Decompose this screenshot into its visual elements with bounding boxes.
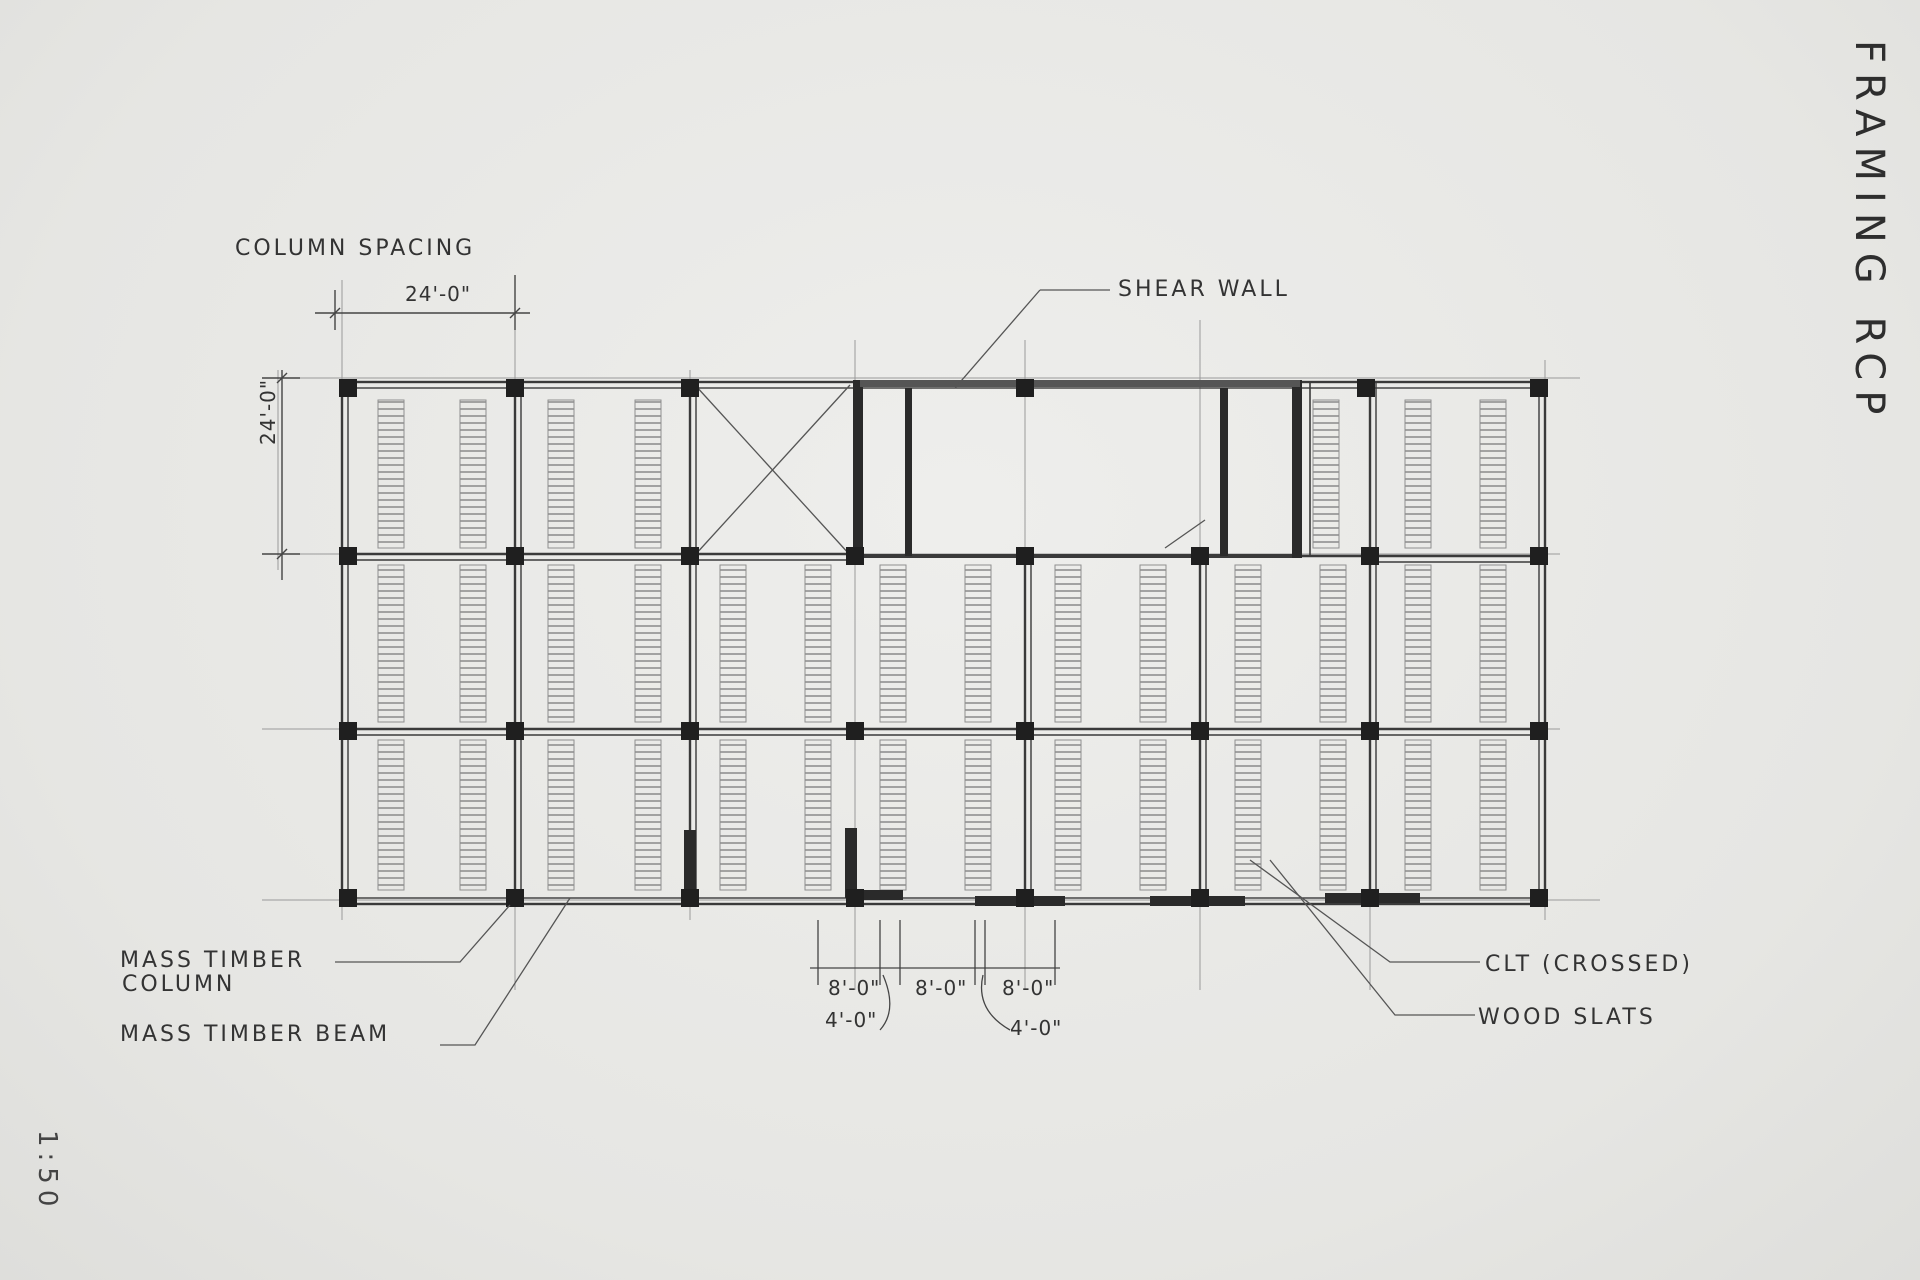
mass-timber-column [1361,547,1379,565]
mass-timber-column [1191,889,1209,907]
mass-timber-column [1016,547,1034,565]
wood-slat [459,564,487,723]
wood-slat [459,739,487,891]
wood-slat [719,739,747,891]
wood-slat [879,564,907,723]
open-bay-x [694,384,851,556]
wood-slat [377,564,405,723]
wood-slat [547,399,575,549]
mass-timber-column-label-line1: MASS TIMBER [120,948,306,973]
mass-timber-column [1530,889,1548,907]
slat-dimensions [810,920,1060,1031]
slat-width-dimension-a: 4'-0" [825,1008,878,1032]
mass-timber-column [1361,889,1379,907]
wood-slat [1234,739,1262,891]
wood-slat [1319,564,1347,723]
wood-slat [1404,399,1432,549]
leader-lines [335,289,1480,1046]
mass-timber-beam-label: MASS TIMBER BEAM [120,1022,391,1047]
wood-slat [634,399,662,549]
mass-timber-column [1016,889,1034,907]
bay-depth-dimension-text: 24'-0" [256,378,280,445]
wood-slat [1054,739,1082,891]
mass-timber-beams [340,380,1547,906]
wood-slat [1404,739,1432,891]
mass-timber-columns [339,379,1548,907]
shear-wall-label: SHEAR WALL [1118,277,1290,302]
wood-slats [377,399,1507,891]
wood-slat [547,564,575,723]
wood-slat [804,564,832,723]
clt-label: CLT (CROSSED) [1485,952,1693,977]
mass-timber-column [506,722,524,740]
wood-slat [1319,739,1347,891]
wood-slat [1479,564,1507,723]
mass-timber-column [1361,722,1379,740]
slat-spacing-dimension-c: 8'-0" [1002,976,1055,1000]
column-spacing-label: COLUMN SPACING [235,236,476,261]
wood-slat [719,564,747,723]
mass-timber-column [1530,722,1548,740]
column-spacing-dimension [315,275,530,330]
mass-timber-column [506,889,524,907]
wood-slat [1479,399,1507,549]
mass-timber-column [681,379,699,397]
bay-depth-dimension [262,370,300,580]
wood-slat [1054,564,1082,723]
wood-slat [964,739,992,891]
slat-spacing-dimension-b: 8'-0" [915,976,968,1000]
wood-slat [634,739,662,891]
mass-timber-column [681,889,699,907]
mass-timber-column [339,547,357,565]
mass-timber-column [1016,379,1034,397]
mass-timber-column [339,722,357,740]
mass-timber-column-label-line2: COLUMN [122,972,236,997]
wood-slat [879,739,907,891]
wood-slat [1404,564,1432,723]
mass-timber-column [846,722,864,740]
mass-timber-column [506,379,524,397]
wood-slat [377,739,405,891]
wood-slat [964,564,992,723]
drawing-scale: 1:50 [32,1130,62,1213]
wood-slat [1479,739,1507,891]
wood-slat [547,739,575,891]
wood-slat [1234,564,1262,723]
wood-slat [804,739,832,891]
wood-slat [634,564,662,723]
mass-timber-column [339,889,357,907]
slat-spacing-dimension-a: 8'-0" [828,976,881,1000]
mass-timber-column [1530,379,1548,397]
wood-slat [459,399,487,549]
wood-slat [1312,399,1340,549]
mass-timber-column [1191,722,1209,740]
mass-timber-column [1016,722,1034,740]
mass-timber-column [339,379,357,397]
mass-timber-column [681,722,699,740]
mass-timber-column [1191,547,1209,565]
mass-timber-column [846,547,864,565]
mass-timber-column [1357,379,1375,397]
wood-slats-label: WOOD SLATS [1478,1005,1656,1030]
wood-slat [1139,739,1167,891]
mass-timber-column [681,547,699,565]
slat-width-dimension-b: 4'-0" [1010,1016,1063,1040]
sheet-title: FRAMING RCP [1846,40,1892,425]
wood-slat [1139,564,1167,723]
mass-timber-column [1530,547,1548,565]
mass-timber-column [846,889,864,907]
mass-timber-column [506,547,524,565]
wood-slat [377,399,405,549]
column-spacing-dimension-text: 24'-0" [405,282,472,306]
